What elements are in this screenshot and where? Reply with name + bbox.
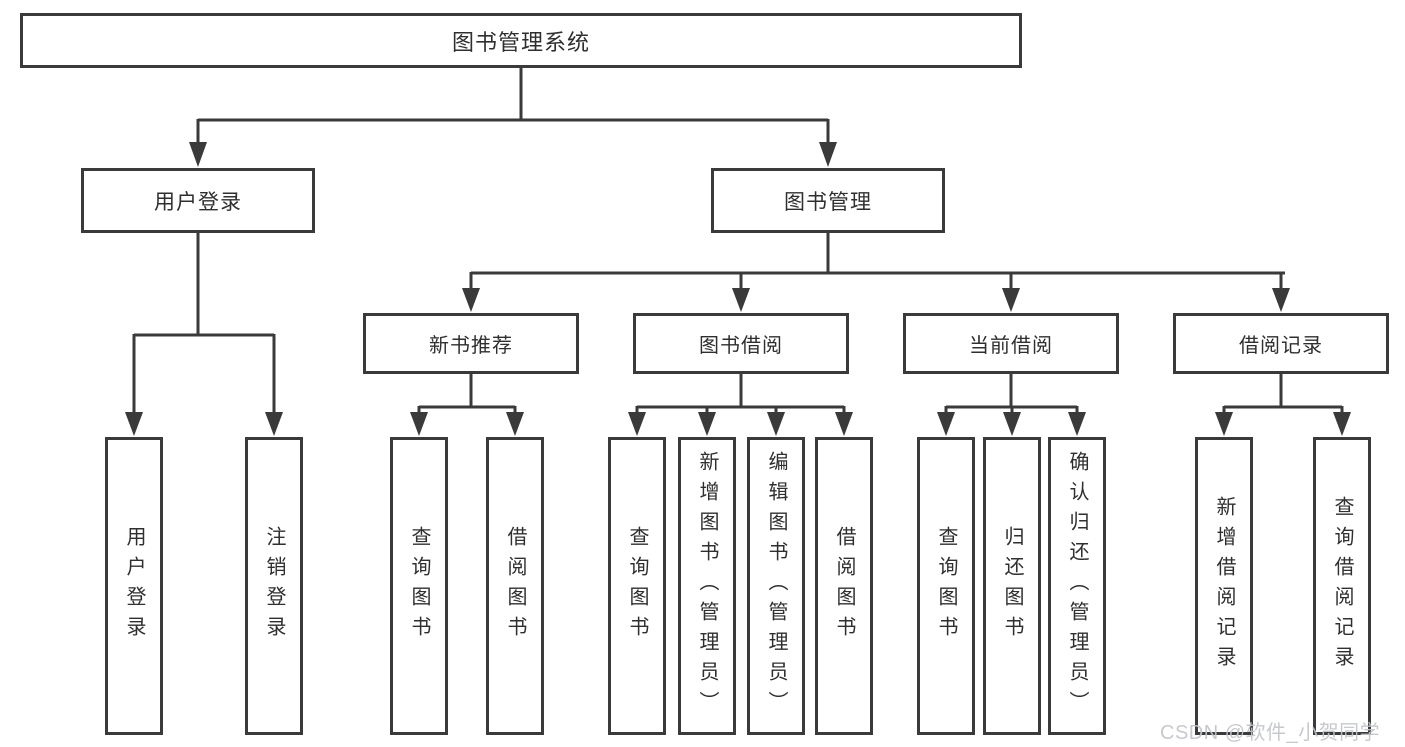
csdn-watermark: CSDN @软件_小贺同学 (1160, 722, 1381, 744)
node-label: 新书推荐 (429, 335, 513, 357)
leaf-query-books-2: 查询图书 (608, 437, 666, 735)
node-label: 确认归还（管理员） (1066, 451, 1088, 721)
node-borrowing-records: 借阅记录 (1173, 313, 1389, 374)
node-current-borrowing: 当前借阅 (903, 313, 1119, 374)
leaf-confirm-return-admin: 确认归还（管理员） (1048, 437, 1106, 735)
node-label: 借阅图书 (504, 526, 526, 646)
node-label: 图书管理系统 (451, 29, 590, 55)
leaf-borrow-books-1: 借阅图书 (486, 437, 544, 735)
leaf-user-login: 用户登录 (105, 437, 163, 735)
leaf-query-books-3: 查询图书 (917, 437, 975, 735)
node-label: 新增图书（管理员） (696, 451, 718, 721)
leaf-return-books: 归还图书 (983, 437, 1041, 735)
arrowheads (125, 142, 1351, 436)
node-label: 图书管理 (784, 190, 872, 214)
leaf-add-book-admin: 新增图书（管理员） (678, 437, 736, 735)
node-label: 注销登录 (263, 526, 285, 646)
node-label: 编辑图书（管理员） (765, 451, 787, 721)
node-label: 查询图书 (626, 526, 648, 646)
node-label: 借阅图书 (833, 526, 855, 646)
node-label: 查询图书 (408, 526, 430, 646)
leaf-add-borrow-record: 新增借阅记录 (1195, 437, 1253, 735)
node-label: 查询图书 (935, 526, 957, 646)
node-book-borrowing: 图书借阅 (633, 313, 849, 374)
leaf-query-books-1: 查询图书 (390, 437, 448, 735)
leaf-edit-book-admin: 编辑图书（管理员） (747, 437, 805, 735)
node-new-book-recommendation: 新书推荐 (363, 313, 579, 374)
node-label: 用户登录 (154, 190, 242, 214)
node-library-management-system: 图书管理系统 (20, 13, 1022, 68)
node-book-management: 图书管理 (711, 168, 945, 233)
node-label: 当前借阅 (969, 335, 1053, 357)
node-user-login: 用户登录 (81, 168, 315, 233)
node-label: 图书借阅 (699, 335, 783, 357)
node-label: 借阅记录 (1239, 335, 1323, 357)
node-label: 查询借阅记录 (1331, 496, 1353, 676)
node-label: 新增借阅记录 (1213, 496, 1235, 676)
node-label: 归还图书 (1001, 526, 1023, 646)
node-label: 用户登录 (123, 526, 145, 646)
leaf-query-borrow-record: 查询借阅记录 (1313, 437, 1371, 735)
leaf-logout: 注销登录 (245, 437, 303, 735)
leaf-borrow-books-2: 借阅图书 (815, 437, 873, 735)
